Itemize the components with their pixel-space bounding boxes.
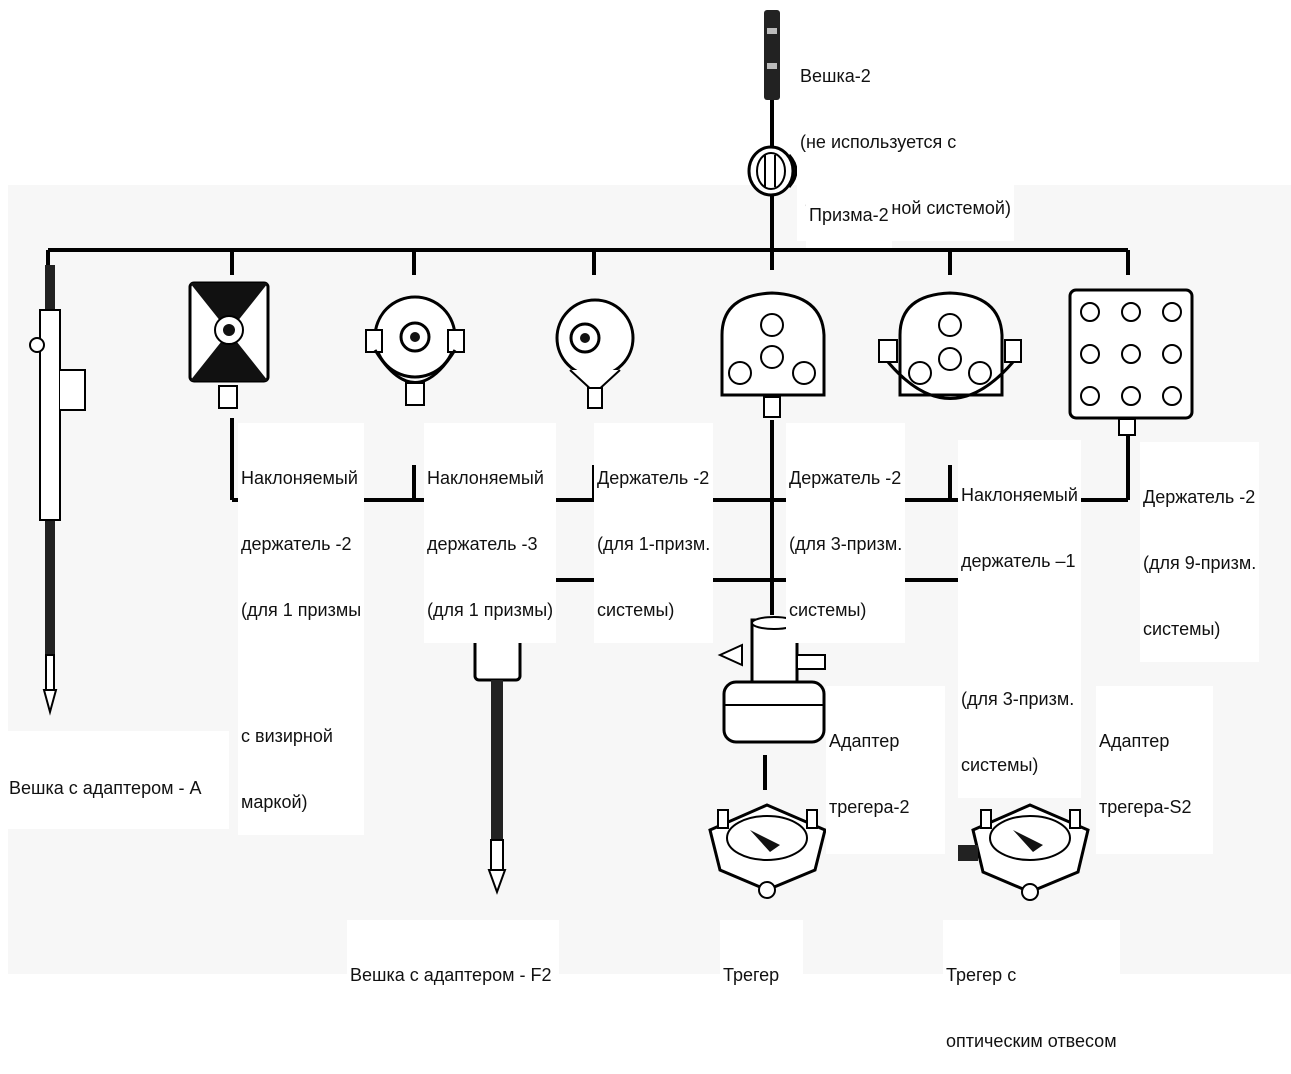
label-prism-2: Призма-2 — [806, 160, 892, 248]
label-line: (для 1-призм. — [597, 534, 711, 554]
label-tilt-holder-1: Наклоняемый держатель –1 (для 3-призм. с… — [958, 440, 1081, 798]
label-line: (для 9-призм. — [1143, 553, 1257, 573]
label-line: (для 1 призмы) — [427, 600, 554, 620]
label-holder-9-prism: Держатель -2 (для 9-призм. системы) — [1140, 442, 1260, 662]
prism-2-icon — [747, 145, 798, 197]
label-line: держатель -2 — [241, 534, 352, 554]
label-line — [961, 616, 1078, 644]
holder-1-prism-icon — [555, 298, 635, 409]
label-pole-adapter-a: Вешка с адаптером - A — [6, 731, 230, 829]
label-line: (не используется с — [800, 132, 957, 152]
label-line: системы) — [597, 600, 675, 620]
pole-2-icon — [764, 10, 780, 100]
label-line: маркой) — [241, 792, 308, 812]
label-line: Вешка с адаптером - A — [9, 778, 202, 798]
label-line: Вешка с адаптером - F2 — [350, 965, 552, 985]
label-tilt-holder-3: Наклоняемый держатель -3 (для 1 призмы) — [424, 423, 557, 643]
label-pole-adapter-f2: Вешка с адаптером - F2 — [347, 920, 560, 1014]
label-line: оптическим отвесом — [946, 1031, 1117, 1051]
label-line: системы) — [789, 600, 867, 620]
pole-adapter-f2-icon — [473, 603, 536, 895]
tilt-holder-2-icon — [188, 281, 270, 409]
label-holder-3-prism: Держатель -2 (для 3-призм. системы) — [786, 423, 906, 643]
pole-adapter-a-icon — [29, 265, 86, 716]
label-holder-1-prism: Держатель -2 (для 1-призм. системы) — [594, 423, 714, 643]
label-tribrach-optical: Трегер с оптическим отвесом — [943, 920, 1120, 1074]
tilt-holder-3-icon — [365, 295, 465, 406]
label-line: Наклоняемый — [427, 468, 544, 488]
label-line: трегера-S2 — [1099, 797, 1192, 817]
label-line: держатель -3 — [427, 534, 538, 554]
holder-3-prism-icon — [720, 291, 826, 418]
label-line: трегера-2 — [829, 797, 910, 817]
label-line: Адаптер — [829, 731, 900, 751]
label-line: Держатель -2 — [1143, 487, 1256, 507]
label-line: Держатель -2 — [597, 468, 710, 488]
label-tribrach-adapter-2: Адаптер трегера-2 — [826, 686, 946, 854]
label-line: системы) — [961, 755, 1039, 775]
label-tilt-holder-2: Наклоняемый держатель -2 (для 1 призмы с… — [238, 423, 365, 835]
label-tribrach-adapter-s2: Адаптер трегера-S2 — [1096, 686, 1214, 854]
tilt-holder-1-icon — [878, 291, 1022, 400]
holder-9-prism-icon — [1068, 288, 1194, 436]
label-line: (для 3-призм. — [961, 689, 1075, 709]
label-line: Наклоняемый — [241, 468, 358, 488]
label-line — [241, 665, 361, 681]
label-line: Трегер с — [946, 965, 1017, 985]
label-line: Адаптер — [1099, 731, 1170, 751]
tribrach-adapter-2-icon — [717, 616, 826, 744]
label-line: с визирной — [241, 726, 333, 746]
label-line: Трегер — [723, 965, 780, 985]
tribrach-icon — [708, 803, 827, 899]
tribrach-optical-icon — [958, 803, 1090, 901]
label-line: (для 3-призм. — [789, 534, 903, 554]
label-line: (для 1 призмы — [241, 600, 362, 620]
label-line: Вешка-2 — [800, 66, 871, 86]
label-line: системы) — [1143, 619, 1221, 639]
label-line: Наклоняемый — [961, 485, 1078, 505]
label-tribrach: Трегер — [720, 920, 804, 1024]
label-line: Держатель -2 — [789, 468, 902, 488]
label-line: Призма-2 — [809, 205, 889, 225]
label-line: держатель –1 — [961, 551, 1076, 571]
